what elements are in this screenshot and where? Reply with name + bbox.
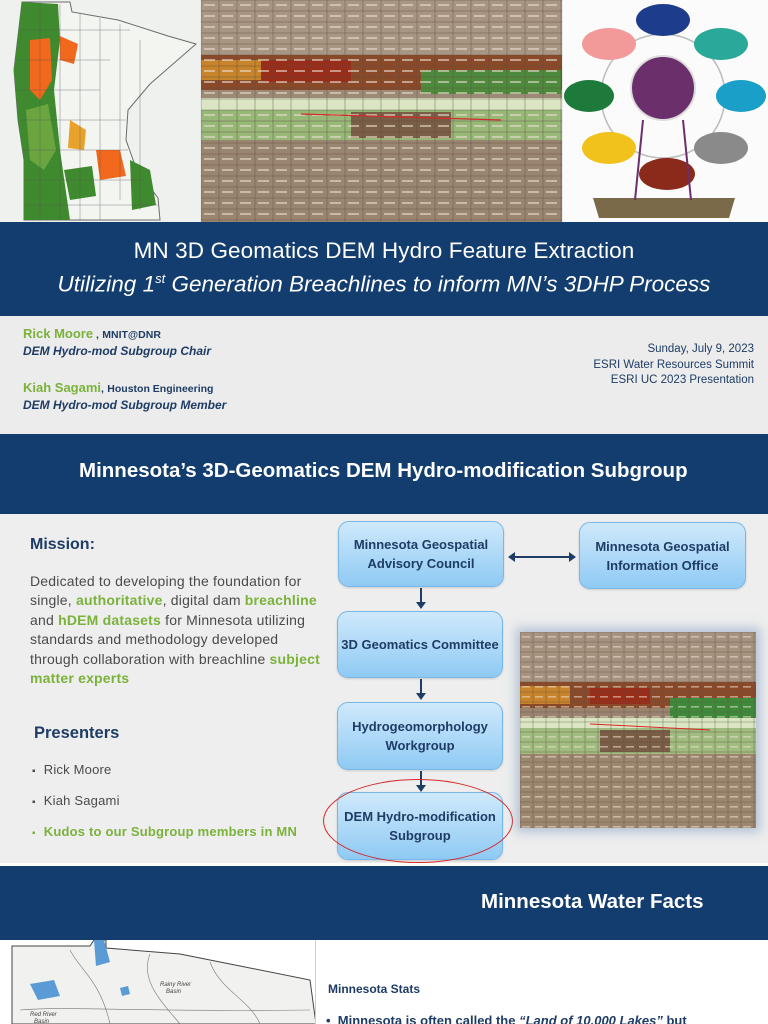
mission-heading: Mission: bbox=[30, 536, 95, 553]
minnesota-county-map-image bbox=[0, 0, 200, 222]
executive-steering-team-diagram-image bbox=[563, 0, 768, 222]
section-banner-subgroup: Minnesota’s 3D-Geomatics DEM Hydro-modif… bbox=[0, 434, 768, 514]
list-item: Rick Moore bbox=[32, 762, 297, 793]
mission-text: Dedicated to developing the foundation f… bbox=[30, 573, 320, 687]
event-meta: Sunday, July 9, 2023 ESRI Water Resource… bbox=[593, 342, 754, 389]
presenter-role: DEM Hydro-mod Subgroup Member bbox=[23, 398, 227, 412]
subtitle: Utilizing 1st Generation Breachlines to … bbox=[57, 271, 711, 297]
presenter-block: Rick Moore , MNIT@DNR DEM Hydro-mod Subg… bbox=[0, 316, 768, 434]
double-arrow-icon bbox=[508, 552, 576, 562]
header-image-strip bbox=[0, 0, 768, 222]
section-title: Minnesota’s 3D-Geomatics DEM Hydro-modif… bbox=[79, 459, 688, 482]
svg-text:Red River: Red River bbox=[30, 1012, 58, 1018]
section-banner-water-facts: Minnesota Water Facts bbox=[0, 866, 768, 940]
stats-bullet: • Minnesota is often called the “Land of… bbox=[326, 1013, 687, 1024]
org-box-workgroup: Hydrogeomorphology Workgroup bbox=[337, 702, 503, 770]
list-item: Kiah Sagami bbox=[32, 793, 297, 824]
arrow-down-icon bbox=[416, 679, 426, 700]
presenters-heading: Presenters bbox=[34, 724, 120, 742]
divider bbox=[0, 863, 768, 866]
event-summit: ESRI Water Resources Summit bbox=[593, 358, 754, 371]
presenter-affiliation: MNIT@DNR bbox=[102, 329, 161, 341]
presenter-name: Kiah Sagami bbox=[23, 380, 102, 395]
stats-heading: Minnesota Stats bbox=[328, 982, 421, 996]
dem-grid-detail-image bbox=[520, 632, 756, 828]
highlight-ellipse bbox=[323, 779, 513, 863]
org-box-committee: 3D Geomatics Committee bbox=[337, 611, 503, 678]
list-item-kudos: Kudos to our Subgroup members in MN bbox=[32, 824, 297, 855]
presenter-role: DEM Hydro-mod Subgroup Chair bbox=[23, 344, 211, 358]
event-date: Sunday, July 9, 2023 bbox=[647, 343, 754, 355]
presenters-list: Rick Moore Kiah Sagami Kudos to our Subg… bbox=[32, 762, 297, 855]
event-conference: ESRI UC 2023 Presentation bbox=[610, 374, 754, 386]
svg-text:Basin: Basin bbox=[34, 1019, 50, 1024]
presenter-1: Rick Moore , MNIT@DNR DEM Hydro-mod Subg… bbox=[23, 326, 211, 358]
presenter-affiliation: Houston Engineering bbox=[107, 383, 214, 395]
dem-elevation-grid-image bbox=[201, 0, 562, 222]
presenter-name: Rick Moore bbox=[23, 326, 94, 341]
section-title: Minnesota Water Facts bbox=[481, 890, 704, 913]
svg-text:Rainy River: Rainy River bbox=[160, 982, 192, 988]
minnesota-watershed-map-image: Rainy River Basin Red River Basin bbox=[10, 940, 316, 1024]
arrow-down-icon bbox=[416, 588, 426, 609]
org-box-council: Minnesota Geospatial Advisory Council bbox=[338, 521, 504, 587]
svg-text:Basin: Basin bbox=[166, 989, 182, 995]
main-title: MN 3D Geomatics DEM Hydro Feature Extrac… bbox=[133, 238, 635, 263]
title-band: MN 3D Geomatics DEM Hydro Feature Extrac… bbox=[0, 222, 768, 316]
org-box-office: Minnesota Geospatial Information Office bbox=[579, 522, 746, 589]
presenter-2: Kiah Sagami, Houston Engineering DEM Hyd… bbox=[23, 380, 227, 412]
